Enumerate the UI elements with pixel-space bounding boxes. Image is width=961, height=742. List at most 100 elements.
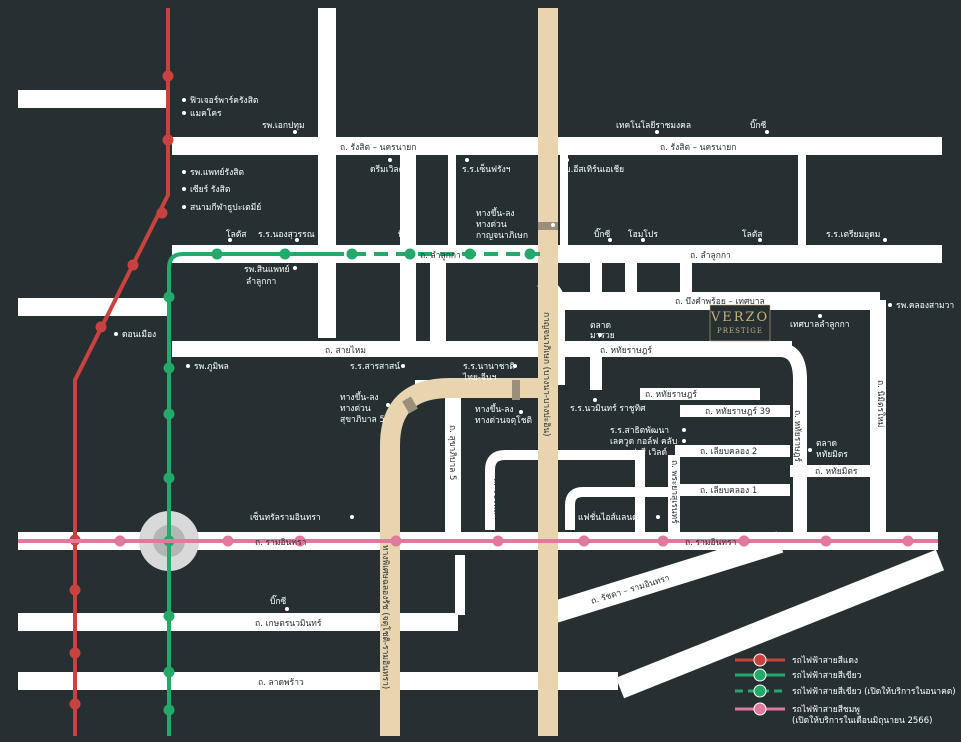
svg-text:ดอนเมือง: ดอนเมือง [122,329,156,340]
svg-text:ถ. วัชรพล: ถ. วัชรพล [491,478,501,514]
svg-text:ถ. หทัยราษฎร์: ถ. หทัยราษฎร์ [600,345,652,356]
svg-text:แฟชั่นไอส์แลนด์: แฟชั่นไอส์แลนด์ [578,511,638,523]
svg-text:เลควูด กอล์ฟ คลับ: เลควูด กอล์ฟ คลับ [610,436,677,447]
svg-text:ลำลูกกา: ลำลูกกา [246,277,276,287]
pink-line [18,535,938,547]
svg-text:ถ. เกษตรนวมินทร์: ถ. เกษตรนวมินทร์ [255,618,322,629]
expressways [380,8,558,736]
svg-text:ถ. พระยาสุเรนทร์: ถ. พระยาสุเรนทร์ [669,460,680,524]
svg-text:ถ. หทัยราษฎร์: ถ. หทัยราษฎร์ [645,389,697,400]
svg-text:ม.อีสเทิร์นเอเชีย: ม.อีสเทิร์นเอเชีย [565,164,624,175]
svg-text:เซ็นทรัลรามอินทรา: เซ็นทรัลรามอินทรา [250,511,321,523]
svg-text:ตลาด: ตลาด [590,321,611,331]
road-sai-mai [172,341,792,357]
svg-text:ฟิวเจอร์พาร์ครังสิต: ฟิวเจอร์พาร์ครังสิต [190,95,258,106]
svg-text:ร.ร.สารสาสน์: ร.ร.สารสาสน์ [350,361,400,372]
svg-text:ทางด่วนจตุโชติ: ทางด่วนจตุโชติ [475,415,532,426]
svg-text:ถ. หทัยราษฎร์ 39: ถ. หทัยราษฎร์ 39 [705,406,770,417]
road-at-narong [551,531,784,623]
svg-text:ทางด่วน: ทางด่วน [340,404,371,414]
road-hathairat-alley [640,388,760,400]
svg-text:มารวย: มารวย [590,331,615,341]
svg-text:โลตัส: โลตัส [226,229,247,240]
svg-text:เซียร์ รังสิต: เซียร์ รังสิต [190,184,230,195]
svg-text:ทางขึ้น-ลง: ทางขึ้น-ลง [340,391,379,403]
svg-text:โฮมโปร: โฮมโปร [628,229,658,240]
place-labels: ฟิวเจอร์พาร์ครังสิต แมคโคร รพ.เอกปทุม เท… [114,95,954,611]
road-hathai-mit [790,465,880,477]
road-watcharaphon [779,343,807,540]
road-loop2 [565,487,668,530]
svg-text:ทางด่วน: ทางด่วน [476,220,507,230]
legend-green-future: รถไฟฟ้าสายสีเขียว (เปิดให้บริการในอนาคต) [735,684,956,698]
svg-text:รพ.แพทย์รังสิต: รพ.แพทย์รังสิต [190,167,244,178]
legend-red: รถไฟฟ้าสายสีแดง [735,653,858,667]
verzo-prestige-logo: VERZO PRESTIGE [709,304,771,342]
svg-text:ร.ร.เซ็นฟรังฯ: ร.ร.เซ็นฟรังฯ [462,163,511,175]
svg-text:เทคโนโลยีราชมงคล: เทคโนโลยีราชมงคล [616,120,691,131]
road-v2 [400,145,416,345]
svg-text:ถ. นิมิตรใหม่: ถ. นิมิตรใหม่ [875,380,886,427]
svg-text:ร.ร.เตรียมอุดม: ร.ร.เตรียมอุดม [826,229,880,240]
svg-text:ถ. รังสิต – นครนายก: ถ. รังสิต – นครนายก [660,143,736,153]
svg-text:PRESTIGE: PRESTIGE [717,327,763,335]
svg-text:VERZO: VERZO [710,310,769,325]
svg-text:กาญจนาภิเษก: กาญจนาภิเษก [476,231,528,241]
expressway-kanchanaphisek [538,8,558,736]
svg-text:ถ. สุขาภิบาล 5: ถ. สุขาภิบาล 5 [447,425,457,480]
svg-text:ร.ร.นองสุวรรณ: ร.ร.นองสุวรรณ [258,230,315,240]
svg-text:รถไฟฟ้าสายสีแดง: รถไฟฟ้าสายสีแดง [792,655,858,666]
svg-text:รพ.คลองสามวา: รพ.คลองสามวา [896,301,954,311]
expressway-entry-2 [402,396,418,414]
road-v-short2 [625,255,637,295]
road-v-lower [455,555,465,615]
svg-text:ถ. รามอินทรา: ถ. รามอินทรา [255,538,306,548]
road-v1 [318,8,336,338]
svg-text:บิ๊กซี: บิ๊กซี [750,118,767,131]
svg-text:ร.ร.นวมินทร์ ราชูทิศ: ร.ร.นวมินทร์ ราชูทิศ [570,403,646,414]
svg-text:ถ. เลียบคลอง 1: ถ. เลียบคลอง 1 [700,485,757,496]
svg-text:(เปิดให้บริการในเดือนมิถุนายน: (เปิดให้บริการในเดือนมิถุนายน 2566) [792,715,932,726]
svg-text:รพ.สินแพทย์: รพ.สินแพทย์ [244,264,290,275]
road-v-short3 [680,255,692,295]
road-top-left [18,90,168,108]
svg-text:แมคโคร: แมคโคร [190,108,222,119]
road-kaset-nawamin [18,613,458,631]
svg-text:หทัยมิตร: หทัยมิตร [816,450,848,460]
svg-text:รพ.เอกปทุม: รพ.เอกปทุม [262,121,305,131]
svg-text:ถ. ลำลูกกา: ถ. ลำลูกกา [420,251,461,261]
red-station [95,321,107,333]
svg-text:ซาฟารี เวิลด์: ซาฟารี เวิลด์ [620,447,667,458]
svg-text:รถไฟฟ้าสายสีชมพู: รถไฟฟ้าสายสีชมพู [792,704,860,715]
svg-text:ทางขึ้น-ลง: ทางขึ้น-ลง [475,403,514,415]
svg-text:เทศบาลลำลูกกา: เทศบาลลำลูกกา [790,320,850,330]
svg-text:ไทย-จีนฯ: ไทย-จีนฯ [462,372,497,383]
legend-pink: รถไฟฟ้าสายสีชมพู (เปิดให้บริการในเดือนมิ… [735,702,932,726]
legend-green: รถไฟฟ้าสายสีเขียว [735,668,862,682]
svg-text:ถ. บึงคำพร้อย – เทศบาล: ถ. บึงคำพร้อย – เทศบาล [675,296,765,307]
svg-text:ร.ร.นานาชาติ: ร.ร.นานาชาติ [463,362,515,372]
svg-text:ถ. ลาดพร้าว: ถ. ลาดพร้าว [258,677,304,688]
svg-text:โลตัส: โลตัส [742,229,763,240]
red-station [69,647,81,659]
svg-text:ถ. สายไหม: ถ. สายไหม [325,345,366,356]
svg-text:รถไฟฟ้าสายสีเขียว: รถไฟฟ้าสายสีเขียว [792,670,862,681]
road-loop1 [485,450,645,535]
road-v-mid [448,155,456,245]
road-sukhaphiban5 [445,395,461,535]
expressway-entry-1 [538,222,558,230]
road-serithai [615,549,945,699]
svg-text:ถ. หทัยราษฎร์: ถ. หทัยราษฎร์ [792,410,803,462]
svg-text:กาญจนาภิเษก (บางนา-บางปะอิน): กาญจนาภิเษก (บางนา-บางปะอิน) [541,312,551,436]
red-station [127,259,139,271]
road-hathairat-39 [680,405,790,417]
svg-text:ร.ร.สาธิตพัฒนา: ร.ร.สาธิตพัฒนา [610,426,669,436]
curved-roads [485,281,945,699]
svg-text:ถ. หทัยมิตร: ถ. หทัยมิตร [815,467,858,477]
svg-text:ถ. ลำลูกกา: ถ. ลำลูกกา [690,251,731,261]
svg-text:บิ๊กซี: บิ๊กซี [270,594,287,607]
svg-text:รพ.ภูมิพล: รพ.ภูมิพล [194,362,229,372]
road-v2b [430,255,446,345]
svg-text:สุขาภิบาล 5: สุขาภิบาล 5 [340,415,385,425]
